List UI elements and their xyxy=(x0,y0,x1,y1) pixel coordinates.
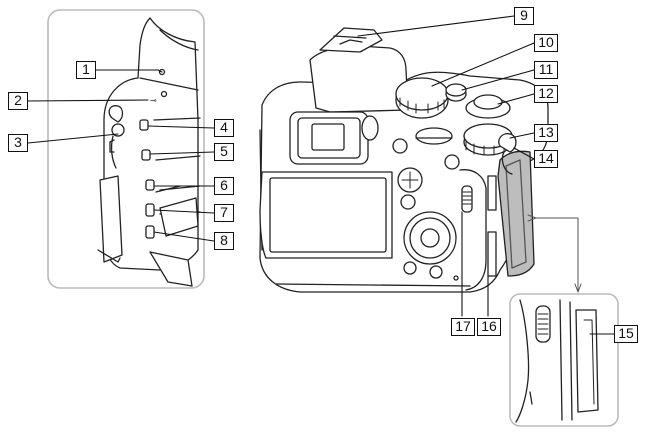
callout-7: 7 xyxy=(214,204,234,222)
callout-13: 13 xyxy=(534,124,558,142)
svg-text:⊸: ⊸ xyxy=(150,96,157,105)
callout-12: 12 xyxy=(534,85,558,103)
callout-5: 5 xyxy=(214,143,234,161)
callout-16: 16 xyxy=(477,318,501,336)
callout-11: 11 xyxy=(534,61,558,79)
side-view-inset: ⊸ xyxy=(47,9,205,289)
camera-body xyxy=(259,27,549,293)
callout-14: 14 xyxy=(534,150,558,168)
callout-9: 9 xyxy=(514,7,534,25)
leader-lines xyxy=(27,15,615,335)
callout-10: 10 xyxy=(534,34,558,52)
callout-15: 15 xyxy=(614,325,638,343)
callout-4: 4 xyxy=(214,119,234,137)
callout-8: 8 xyxy=(214,232,234,250)
callout-17: 17 xyxy=(451,318,475,336)
callout-1: 1 xyxy=(76,61,96,79)
callout-2: 2 xyxy=(8,92,28,110)
callout-3: 3 xyxy=(8,134,28,152)
slot-detail-inset xyxy=(509,214,619,427)
callout-6: 6 xyxy=(214,177,234,195)
